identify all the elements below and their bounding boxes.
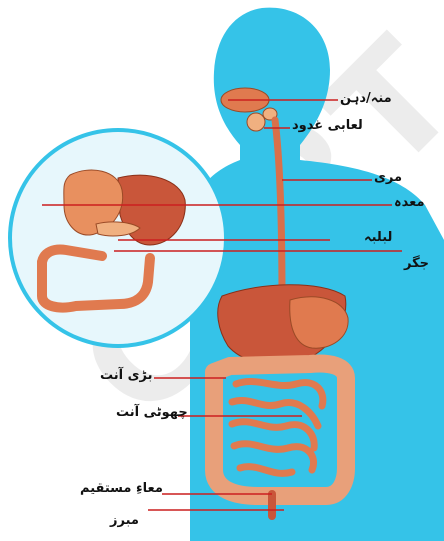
inset-circle — [10, 130, 226, 346]
label-esophagus: مری — [374, 170, 402, 185]
label-mouth: منہ/دہن — [340, 91, 392, 106]
label-stomach: معدہ — [394, 195, 425, 210]
label-rectum: معاءِ مستقیم — [80, 481, 163, 496]
label-large-intestine: بڑی آنت — [100, 368, 153, 383]
label-pancreas: لبلبہ — [364, 230, 392, 245]
label-anus: مبرز — [110, 513, 139, 528]
salivary-gland-shape — [247, 113, 265, 131]
label-small-intestine: چھوٹی آنت — [116, 405, 188, 420]
label-liver: جگر — [404, 256, 429, 271]
label-salivary-glands: لعابی غدود — [292, 118, 363, 133]
